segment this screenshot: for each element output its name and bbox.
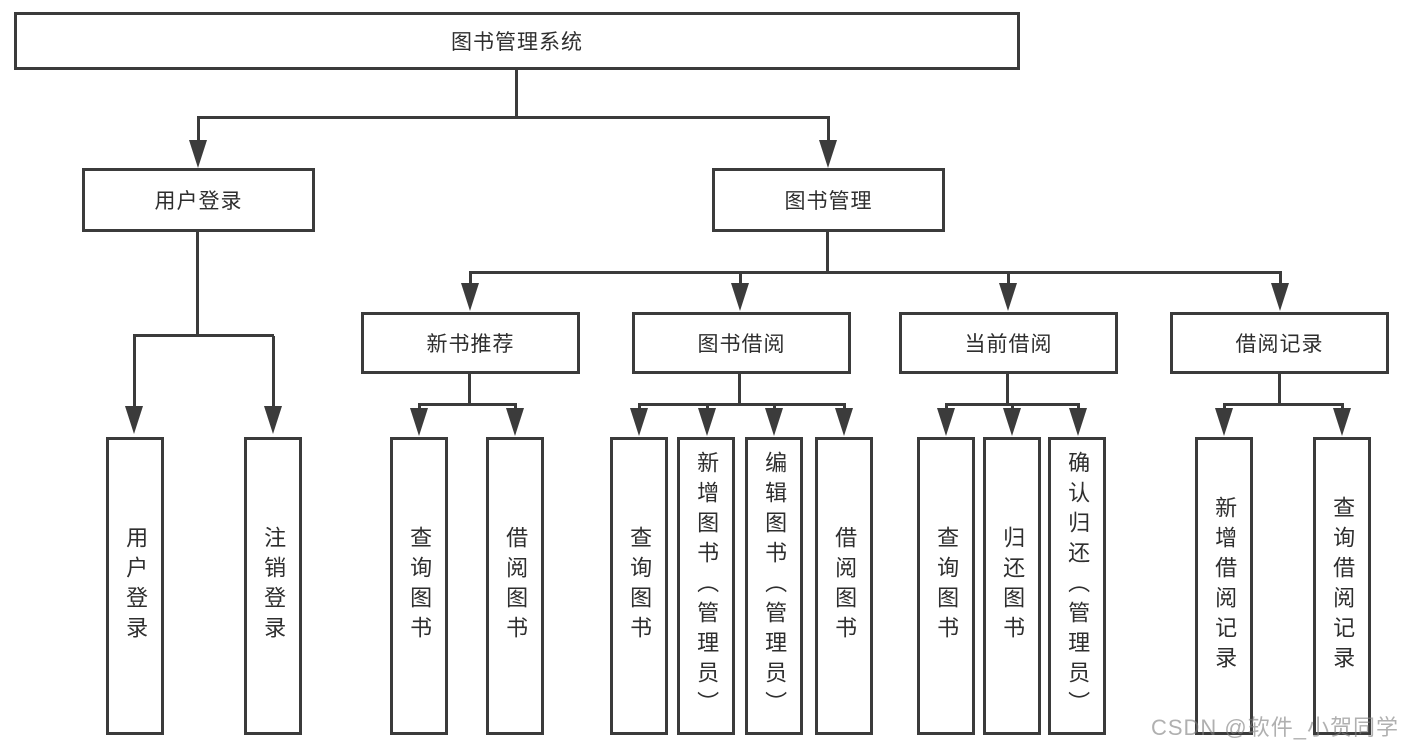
- arrow-down-icon: [410, 408, 428, 436]
- arrow-down-icon: [937, 408, 955, 436]
- arrow-down-icon: [999, 283, 1017, 311]
- arrow-down-icon: [461, 283, 479, 311]
- leaf-label: 注销登录: [261, 526, 287, 646]
- arrow-down-icon: [1069, 408, 1087, 436]
- leaf-query-books-recommend: 查询图书: [390, 437, 448, 735]
- connector-line: [826, 232, 829, 274]
- connector-line: [515, 70, 518, 117]
- leaf-borrow-books: 借阅图书: [815, 437, 873, 735]
- connector-line: [1278, 374, 1281, 406]
- arrow-down-icon: [819, 140, 837, 168]
- arrow-down-icon: [189, 140, 207, 168]
- leaf-user-login: 用户登录: [106, 437, 164, 735]
- leaf-borrow-books-recommend: 借阅图书: [486, 437, 544, 735]
- leaf-label: 用户登录: [123, 526, 149, 646]
- node-label: 新书推荐: [426, 333, 515, 356]
- leaf-label: 查询图书: [627, 526, 653, 646]
- node-user-login: 用户登录: [82, 168, 315, 232]
- connector-line: [469, 271, 1282, 274]
- node-new-book-recommend: 新书推荐: [361, 312, 580, 374]
- arrow-down-icon: [264, 406, 282, 434]
- leaf-label: 查询图书: [407, 526, 433, 646]
- connector-line: [196, 232, 199, 337]
- leaf-add-borrow-record: 新增借阅记录: [1195, 437, 1253, 735]
- leaf-label: 借阅图书: [832, 526, 858, 646]
- connector-line: [738, 374, 741, 406]
- leaf-label: 编辑图书（管理员）: [762, 451, 788, 721]
- node-label: 图书借阅: [697, 333, 786, 356]
- arrow-down-icon: [1215, 408, 1233, 436]
- leaf-label: 归还图书: [1000, 526, 1026, 646]
- arrow-down-icon: [1333, 408, 1351, 436]
- node-current-borrowing: 当前借阅: [899, 312, 1118, 374]
- node-book-management: 图书管理: [712, 168, 945, 232]
- connector-line: [418, 403, 517, 406]
- leaf-label: 新增图书（管理员）: [694, 451, 720, 721]
- arrow-down-icon: [835, 408, 853, 436]
- connector-line: [468, 374, 471, 406]
- connector-line: [469, 273, 472, 287]
- leaf-confirm-return-admin: 确认归还（管理员）: [1048, 437, 1106, 735]
- csdn-watermark: CSDN @软件_小贺同学: [1150, 715, 1399, 740]
- connector-line: [197, 116, 830, 119]
- leaf-return-book: 归还图书: [983, 437, 1041, 735]
- node-label: 用户登录: [154, 190, 243, 213]
- leaf-label: 确认归还（管理员）: [1065, 451, 1091, 721]
- arrow-down-icon: [1003, 408, 1021, 436]
- arrow-down-icon: [731, 283, 749, 311]
- connector-line: [133, 334, 274, 337]
- leaf-label: 查询图书: [934, 526, 960, 646]
- node-label: 当前借阅: [964, 333, 1053, 356]
- arrow-down-icon: [698, 408, 716, 436]
- leaf-query-borrow-record: 查询借阅记录: [1313, 437, 1371, 735]
- connector-line: [638, 403, 846, 406]
- arrow-down-icon: [765, 408, 783, 436]
- leaf-label: 查询借阅记录: [1330, 496, 1356, 676]
- arrow-down-icon: [1271, 283, 1289, 311]
- arrow-down-icon: [506, 408, 524, 436]
- leaf-query-books-current: 查询图书: [917, 437, 975, 735]
- connector-line: [739, 273, 742, 287]
- leaf-logout: 注销登录: [244, 437, 302, 735]
- node-library-system: 图书管理系统: [14, 12, 1020, 70]
- leaf-edit-book-admin: 编辑图书（管理员）: [745, 437, 803, 735]
- leaf-label: 新增借阅记录: [1212, 496, 1238, 676]
- connector-line: [1279, 273, 1282, 287]
- connector-line: [133, 336, 136, 410]
- leaf-query-books-borrowing: 查询图书: [610, 437, 668, 735]
- connector-line: [272, 336, 275, 410]
- node-book-borrowing: 图书借阅: [632, 312, 851, 374]
- node-label: 图书管理系统: [451, 31, 583, 54]
- node-label: 借阅记录: [1235, 333, 1324, 356]
- node-borrow-records: 借阅记录: [1170, 312, 1389, 374]
- arrow-down-icon: [125, 406, 143, 434]
- connector-line: [197, 117, 200, 144]
- node-label: 图书管理: [784, 190, 873, 213]
- connector-line: [1007, 273, 1010, 287]
- connector-line: [945, 403, 1080, 406]
- leaf-add-book-admin: 新增图书（管理员）: [677, 437, 735, 735]
- connector-line: [827, 117, 830, 144]
- connector-line: [1006, 374, 1009, 406]
- leaf-label: 借阅图书: [503, 526, 529, 646]
- arrow-down-icon: [630, 408, 648, 436]
- connector-line: [1223, 403, 1344, 406]
